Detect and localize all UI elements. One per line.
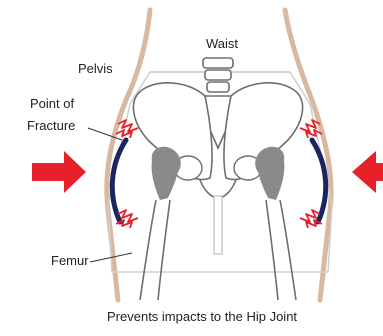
- body-outline-left: [107, 10, 150, 300]
- label-femur: Femur: [51, 253, 89, 268]
- caption: Prevents impacts to the Hip Joint: [107, 309, 297, 324]
- femur-right: [266, 200, 296, 300]
- pad-right: [312, 140, 326, 222]
- label-pelvis: Pelvis: [78, 61, 113, 76]
- pubic-symphysis: [200, 180, 236, 198]
- femur-left: [140, 200, 170, 300]
- label-fracture-line2: Fracture: [27, 118, 75, 133]
- label-fracture-line1: Point of: [30, 96, 74, 111]
- hip-joint-left: [152, 147, 181, 200]
- impact-arrow-right-icon: [352, 151, 383, 193]
- hip-joint-right: [255, 147, 284, 200]
- coccyx: [214, 196, 222, 254]
- body-outline-right: [285, 10, 331, 300]
- impact-arrow-left-icon: [32, 151, 86, 193]
- pad-left: [112, 140, 126, 222]
- label-waist: Waist: [206, 36, 238, 51]
